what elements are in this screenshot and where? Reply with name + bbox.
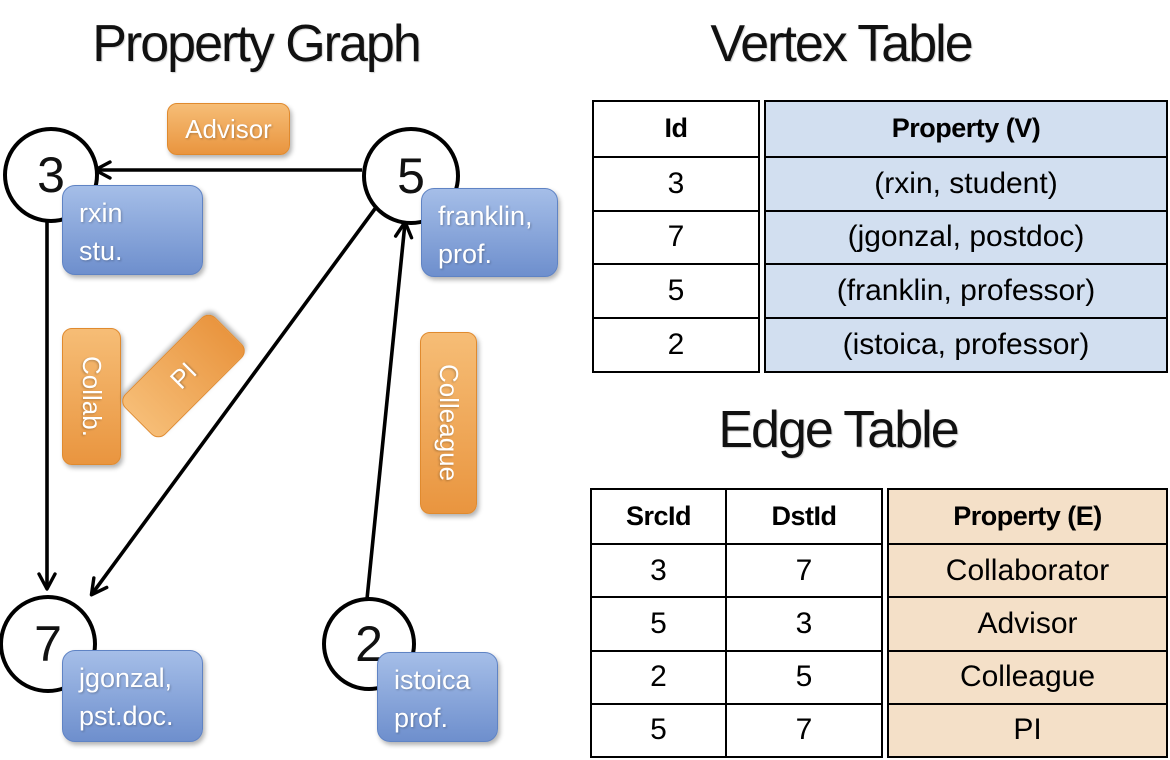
table-cell: 2	[594, 317, 758, 371]
vertex-prop-line: pst.doc.	[79, 701, 174, 732]
table-cell: 3	[725, 596, 881, 650]
vertex-prop-line: istoica	[394, 665, 471, 695]
table-cell: 3	[592, 543, 725, 596]
table-cell: 3	[594, 155, 758, 210]
vertex-table-header-property: Property (V)	[891, 113, 1041, 144]
edge-arrow-colleague-2-to-5	[365, 220, 414, 600]
vertex-table-id-column: Id 3 7 5 2	[592, 100, 760, 373]
table-cell: 2	[592, 649, 725, 703]
table-cell: PI	[889, 702, 1166, 756]
vertex-prop-line: prof.	[438, 239, 493, 270]
vertex-prop-line: rxin	[79, 198, 123, 228]
table-cell: Collaborator	[889, 543, 1166, 596]
table-cell: 5	[592, 596, 725, 649]
edge-table-header-property: Property (E)	[953, 501, 1102, 532]
vertex-prop-box-2: istoica prof.	[377, 652, 498, 742]
table-cell: 7	[725, 543, 881, 597]
vertex-prop-line: prof.	[394, 703, 449, 734]
table-cell: (istoica, professor)	[766, 317, 1166, 371]
edge-table-header-srcid: SrcId	[625, 501, 692, 532]
vertex-id-label: 5	[397, 148, 425, 204]
table-cell: (franklin, professor)	[766, 263, 1166, 317]
vertex-id-label: 3	[37, 147, 65, 203]
edge-table: SrcId DstId 3 7 5 3 2 5 5 7 Property (E)…	[590, 488, 1168, 758]
table-cell: 5	[725, 649, 881, 703]
vertex-circle-2: 2	[322, 597, 416, 691]
edge-arrow-pi-5-to-7	[89, 204, 379, 597]
edge-table-id-columns: SrcId DstId 3 7 5 3 2 5 5 7	[590, 488, 883, 758]
table-cell: 5	[592, 702, 725, 756]
edge-label-collab: Collab.	[62, 328, 121, 465]
vertex-prop-box-5: franklin, prof.	[421, 188, 558, 277]
edge-label-colleague: Colleague	[420, 332, 477, 514]
graph-edges-canvas	[37, 160, 414, 600]
vertex-prop-line: franklin,	[438, 201, 533, 231]
edge-label-advisor: Advisor	[167, 103, 290, 155]
table-cell: 7	[594, 209, 758, 264]
table-cell: 5	[594, 263, 758, 317]
table-cell: 7	[725, 702, 881, 756]
vertex-prop-line: jgonzal,	[79, 663, 173, 693]
vertex-table-property-column: Property (V) (rxin, student) (jgonzal, p…	[764, 100, 1168, 373]
vertex-id-label: 7	[34, 616, 62, 672]
edge-table-title: Edge Table	[718, 401, 959, 459]
table-cell: (jgonzal, postdoc)	[766, 209, 1166, 264]
vertex-prop-box-3: rxin stu.	[62, 185, 203, 275]
table-cell: (rxin, student)	[766, 155, 1166, 210]
table-cell: Colleague	[889, 649, 1166, 703]
vertex-prop-box-7: jgonzal, pst.doc.	[62, 650, 203, 742]
edge-table-property-column: Property (E) Collaborator Advisor Collea…	[887, 488, 1168, 758]
table-cell: Advisor	[889, 596, 1166, 649]
vertex-table-header-id: Id	[664, 113, 689, 144]
vertex-table: Id 3 7 5 2 Property (V) (rxin, student) …	[592, 100, 1168, 373]
edge-table-header-dstid: DstId	[725, 490, 881, 544]
property-graph-title: Property Graph	[92, 15, 422, 73]
vertex-prop-line: stu.	[79, 236, 123, 267]
vertex-table-title: Vertex Table	[710, 15, 973, 73]
